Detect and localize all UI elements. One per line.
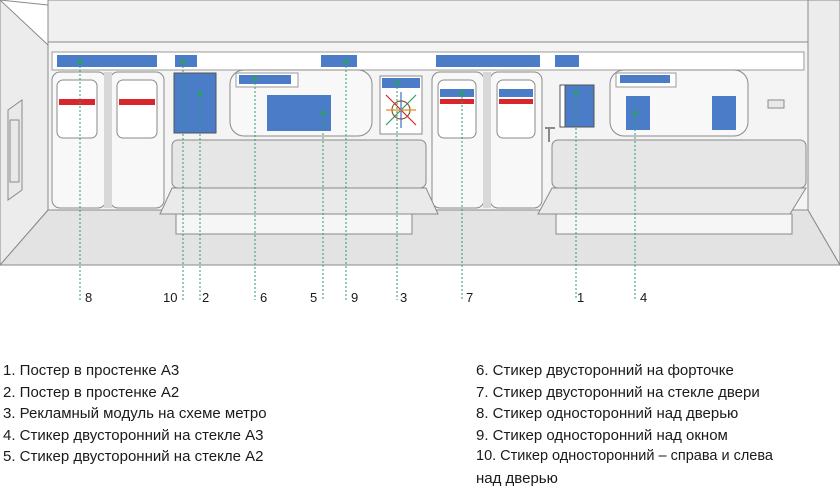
legend-item: 10. Стикер односторонний – справа и слев… xyxy=(476,446,838,468)
callout-8: 8 xyxy=(85,290,92,305)
callout-9: 9 xyxy=(351,290,358,305)
legend-item: 1. Постер в простенке А3 xyxy=(3,360,267,382)
callout-10: 10 xyxy=(163,290,177,305)
legend-item: 2. Постер в простенке А2 xyxy=(3,382,267,404)
legend-item: 6. Стикер двусторонний на форточке xyxy=(476,360,838,382)
sticker-glass-a3-right xyxy=(712,96,736,130)
callout-6: 6 xyxy=(260,290,267,305)
callout-2: 2 xyxy=(202,290,209,305)
vent-sticker xyxy=(239,75,291,84)
callout-5: 5 xyxy=(310,290,317,305)
legend-item: 4. Стикер двусторонний на стекле А3 xyxy=(3,425,267,447)
legend-left: 1. Постер в простенке А3 2. Постер в про… xyxy=(3,360,267,468)
legend-item: 5. Стикер двусторонний на стекле А2 xyxy=(3,446,267,468)
poster-a2 xyxy=(174,73,216,133)
ceiling xyxy=(48,0,808,42)
sticker-over-window xyxy=(321,55,357,67)
sticker-over-door-left xyxy=(57,55,157,67)
legend-item: 9. Стикер односторонний над окном xyxy=(476,425,838,447)
metro-car-interior xyxy=(0,0,840,300)
callout-1: 1 xyxy=(577,290,584,305)
sticker-beside-door-left xyxy=(175,55,197,67)
sticker-beside-door-right xyxy=(555,55,579,67)
legend-item: над дверью xyxy=(476,468,838,489)
legend-item: 3. Рекламный модуль на схеме метро xyxy=(3,403,267,425)
callout-4: 4 xyxy=(640,290,647,305)
bench-right xyxy=(538,140,806,234)
sticker-glass-a3-left xyxy=(626,96,650,130)
legend-item: 7. Стикер двусторонний на стекле двери xyxy=(476,382,838,404)
legend-item: 8. Стикер односторонний над дверью xyxy=(476,403,838,425)
door-glass-sticker xyxy=(440,89,474,97)
callout-7: 7 xyxy=(466,290,473,305)
legend-right: 6. Стикер двусторонний на форточке 7. Ст… xyxy=(476,360,838,489)
poster-a3 xyxy=(564,85,594,127)
overhead-strip xyxy=(52,52,804,70)
sticker-over-door-right xyxy=(436,55,540,67)
bench-left xyxy=(160,140,438,234)
callout-3: 3 xyxy=(400,290,407,305)
